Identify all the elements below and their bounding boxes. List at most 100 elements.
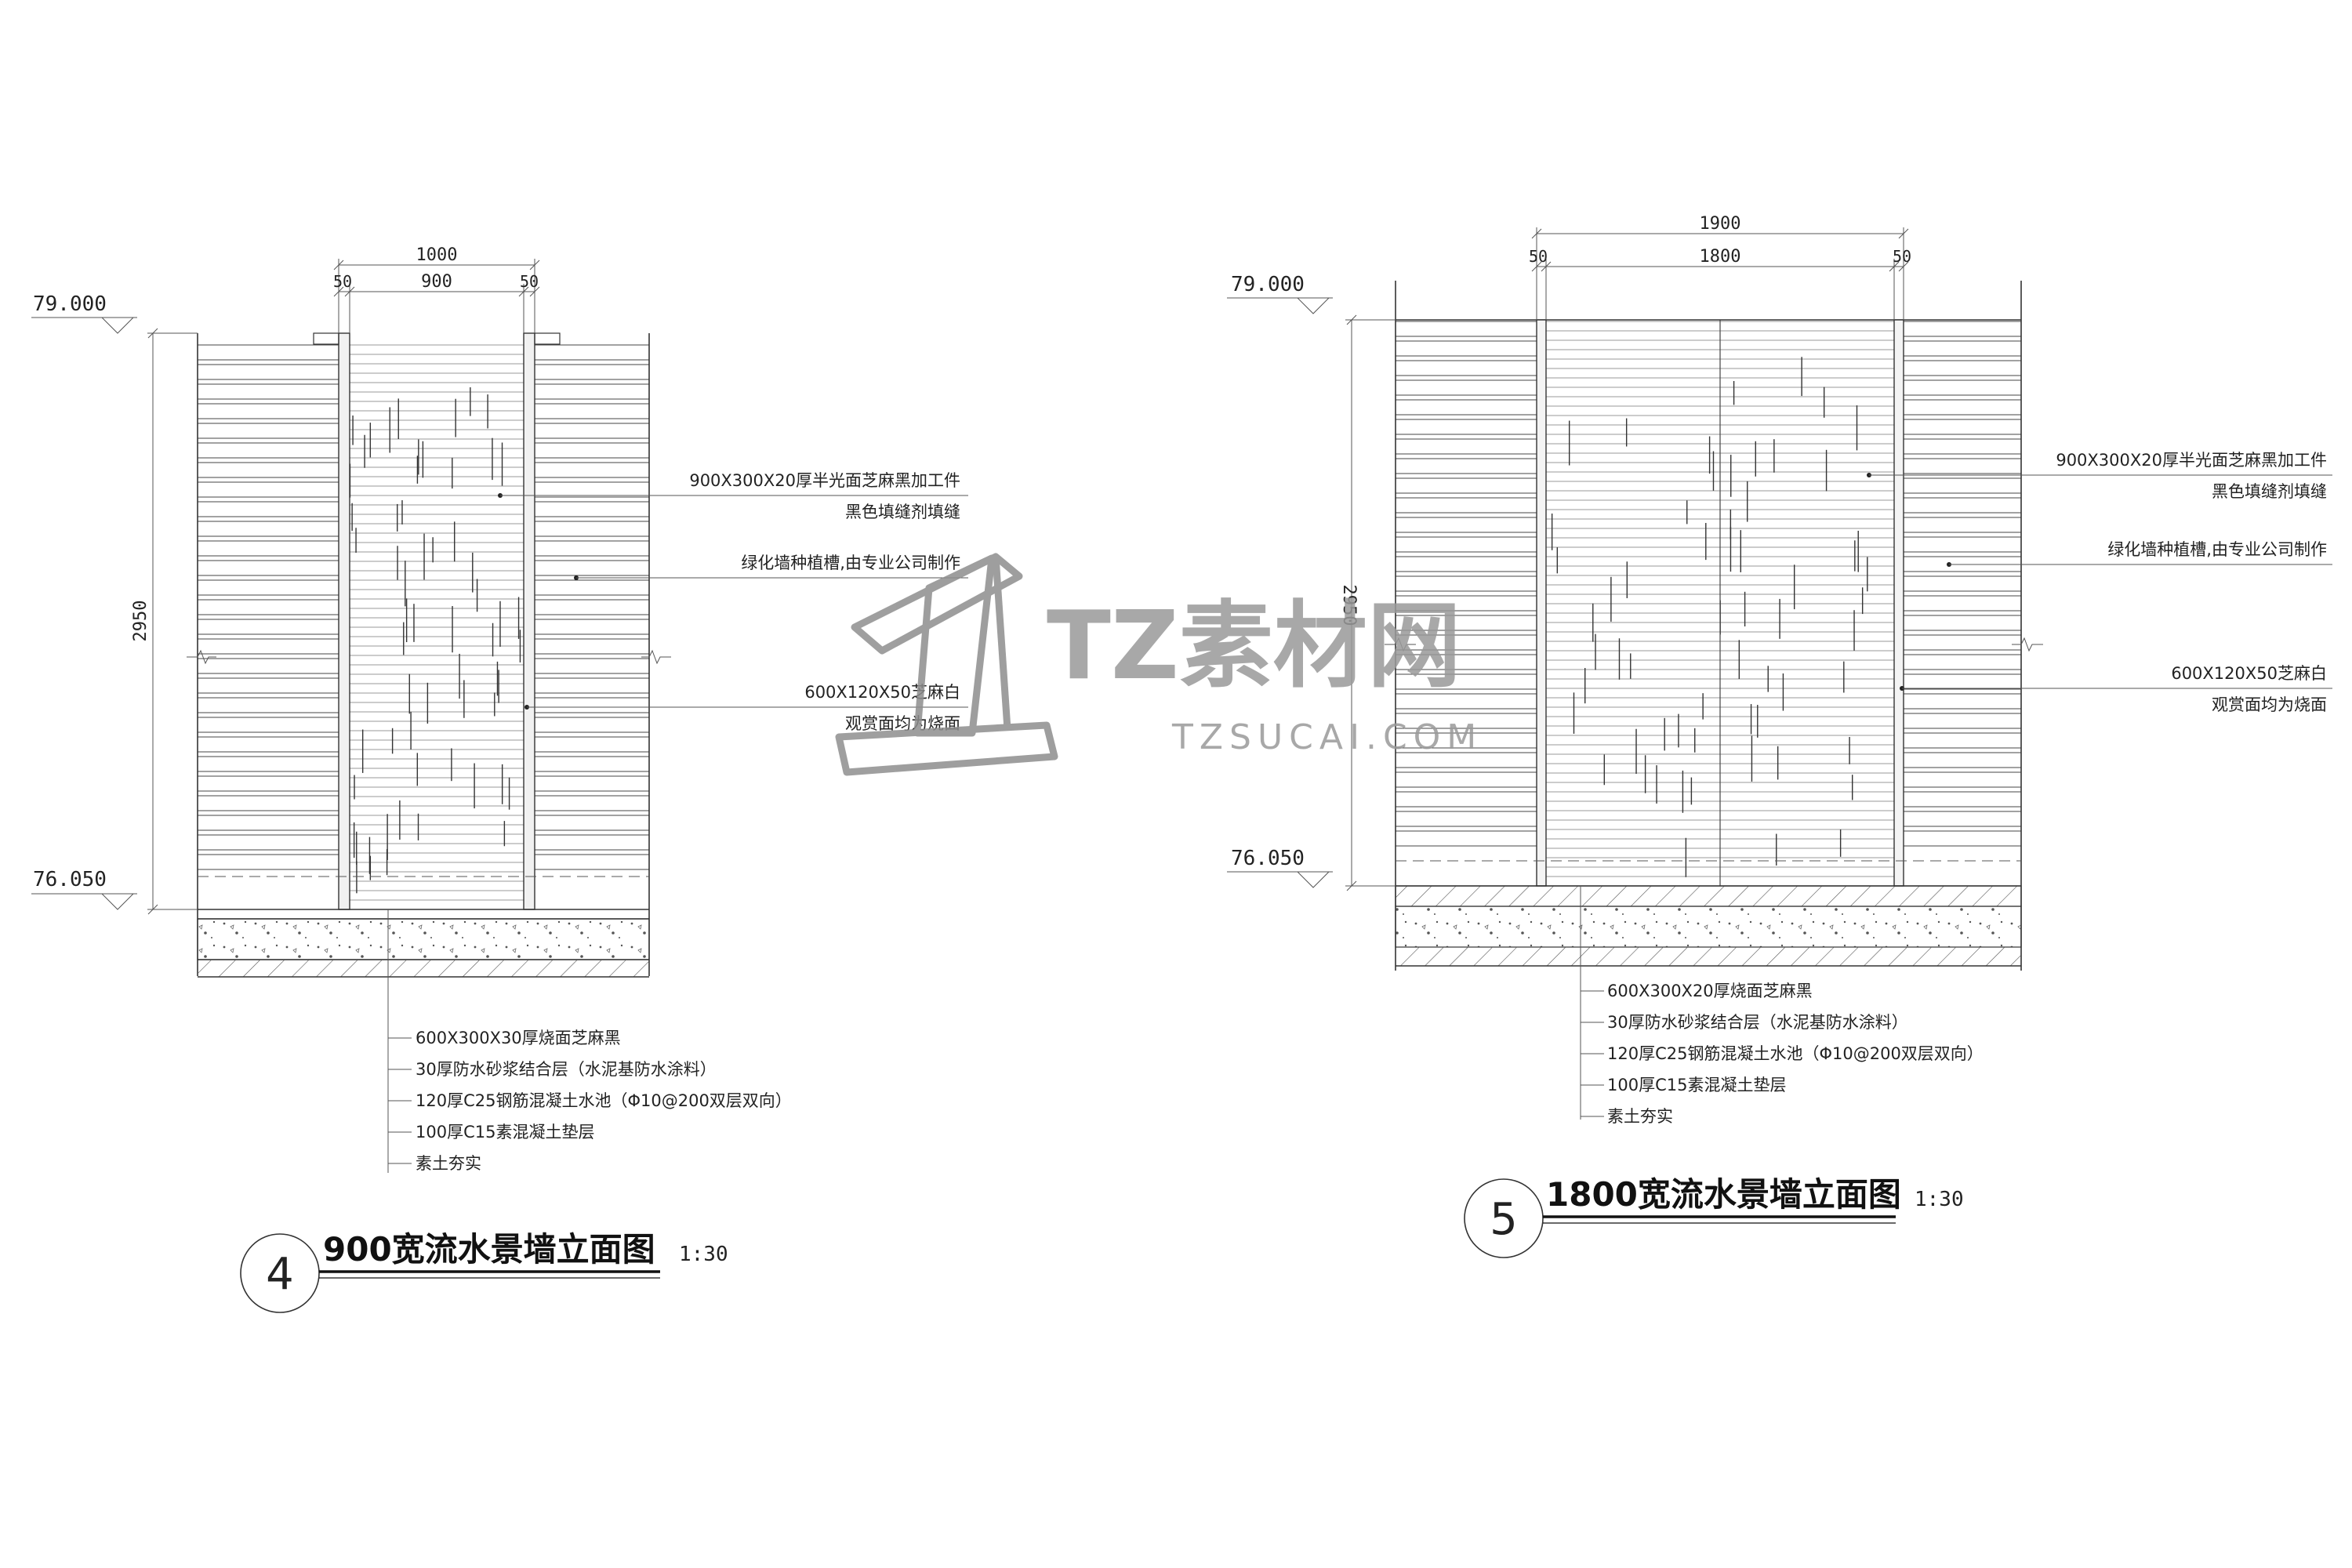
slat [1903,811,2022,827]
slat [1903,477,2022,494]
slat [197,619,339,635]
slat [534,344,650,361]
slat [534,619,650,635]
channel-left [338,332,350,910]
slat [1395,811,1537,827]
slat [534,834,650,851]
slat [1395,556,1537,572]
slat [197,481,339,498]
slat [1903,791,2022,808]
layer-1: 600X300X20厚烧面芝麻黑 [1607,982,1813,1000]
channel-left [1536,319,1547,887]
callout-1-line2: 黑色填缝剂填缝 [2212,482,2327,501]
layer-notes: 600X300X30厚烧面芝麻黑 30厚防水砂浆结合层（水泥基防水涂料） 120… [387,909,792,1173]
drawing-number: 4 [266,1249,294,1300]
layer-4: 100厚C15素混凝土垫层 [1607,1076,1786,1094]
edge-dim-right: 50 [1893,247,1911,266]
watermark: TZ素材网 TZSUCAI.COM [835,553,1476,776]
slat [1903,458,2022,474]
slat [534,423,650,439]
slat [1903,673,2022,690]
planter-slats-left [1395,321,1537,847]
layer-3: 120厚C25钢筋混凝土水池（Φ10@200双层双向） [416,1091,792,1110]
slat [1903,830,2022,847]
slat [534,854,650,870]
drawing-title-block: 5 1800宽流水景墙立面图 1:30 [1464,1175,1964,1258]
callout-1-line1: 900X300X20厚半光面芝麻黑加工件 [689,471,960,490]
callout-1-line2: 黑色填缝剂填缝 [845,503,960,521]
slat [197,442,339,459]
planter-slats-left [197,344,339,870]
slat [197,521,339,537]
width-dimensions: 1900 1800 50 50 [1529,214,1911,320]
slat [1395,575,1537,592]
slat [1395,360,1537,376]
watermark-logo [835,553,1058,776]
slat [197,717,339,733]
slat [197,697,339,713]
slat [534,736,650,753]
slat [1395,791,1537,808]
slat [1395,497,1537,514]
slat [534,717,650,733]
layer-3: 120厚C25钢筋混凝土水池（Φ10@200双层双向） [1607,1044,1984,1063]
callouts: 900X300X20厚半光面芝麻黑加工件 黑色填缝剂填缝 绿化墙种植槽,由专业公… [1867,451,2332,714]
slat [534,383,650,400]
slat [1395,830,1537,847]
slat [1395,536,1537,553]
layer-notes: 600X300X20厚烧面芝麻黑 30厚防水砂浆结合层（水泥基防水涂料） 120… [1580,886,1984,1126]
planter-slats-right [1903,321,2022,847]
watermark-brand: TZ素材网 [1047,592,1461,701]
slat [197,638,339,655]
layer-5: 素土夯实 [1607,1107,1673,1126]
slat [534,403,650,419]
drawing-5: 1900 1800 50 50 2950 79.000 76.050 [1227,214,2332,1258]
slat [197,403,339,419]
slat [534,540,650,557]
width-dimensions: 1000 900 50 50 [333,245,540,333]
slat [197,501,339,517]
level-markers: 79.000 76.050 [1227,273,1333,888]
slat [197,423,339,439]
callout-2-line1: 绿化墙种植槽,由专业公司制作 [741,554,960,572]
slat [1903,771,2022,788]
slat [534,638,650,655]
slat [534,579,650,596]
slat [1903,615,2022,631]
drawing-scale: 1:30 [1915,1188,1964,1211]
slat [1395,438,1537,455]
slat [1903,419,2022,435]
drawing-4: 1000 900 50 50 2950 79.000 76.050 [31,245,968,1313]
drawing-title: 900宽流水景墙立面图 [323,1230,655,1269]
slat [534,521,650,537]
foundation-layers [1395,860,2022,967]
slat [197,775,339,792]
slat [534,756,650,772]
slat [197,344,339,361]
slat [534,658,650,674]
layer-2: 30厚防水砂浆结合层（水泥基防水涂料） [416,1060,717,1079]
layer-1: 600X300X30厚烧面芝麻黑 [416,1029,621,1047]
slat [1395,399,1537,416]
callout-2-line1: 绿化墙种植槽,由专业公司制作 [2107,540,2327,559]
slat [1903,399,2022,416]
drawing-number-bubble [240,1233,320,1313]
slat [534,677,650,694]
edge-dim-right: 50 [520,272,539,291]
slat [534,481,650,498]
overall-width-label: 1000 [416,245,458,265]
callout-3-line1: 600X120X50芝麻白 [2171,664,2327,683]
slat [1395,517,1537,533]
slat [534,462,650,478]
slat [1395,321,1537,337]
slat [197,540,339,557]
slat [197,854,339,870]
slat [1903,438,2022,455]
callout-1-line1: 900X300X20厚半光面芝麻黑加工件 [2056,451,2327,470]
slat [197,599,339,615]
slat [197,795,339,811]
slat [1903,340,2022,357]
slat [1903,634,2022,651]
slat [197,658,339,674]
slat [197,677,339,694]
